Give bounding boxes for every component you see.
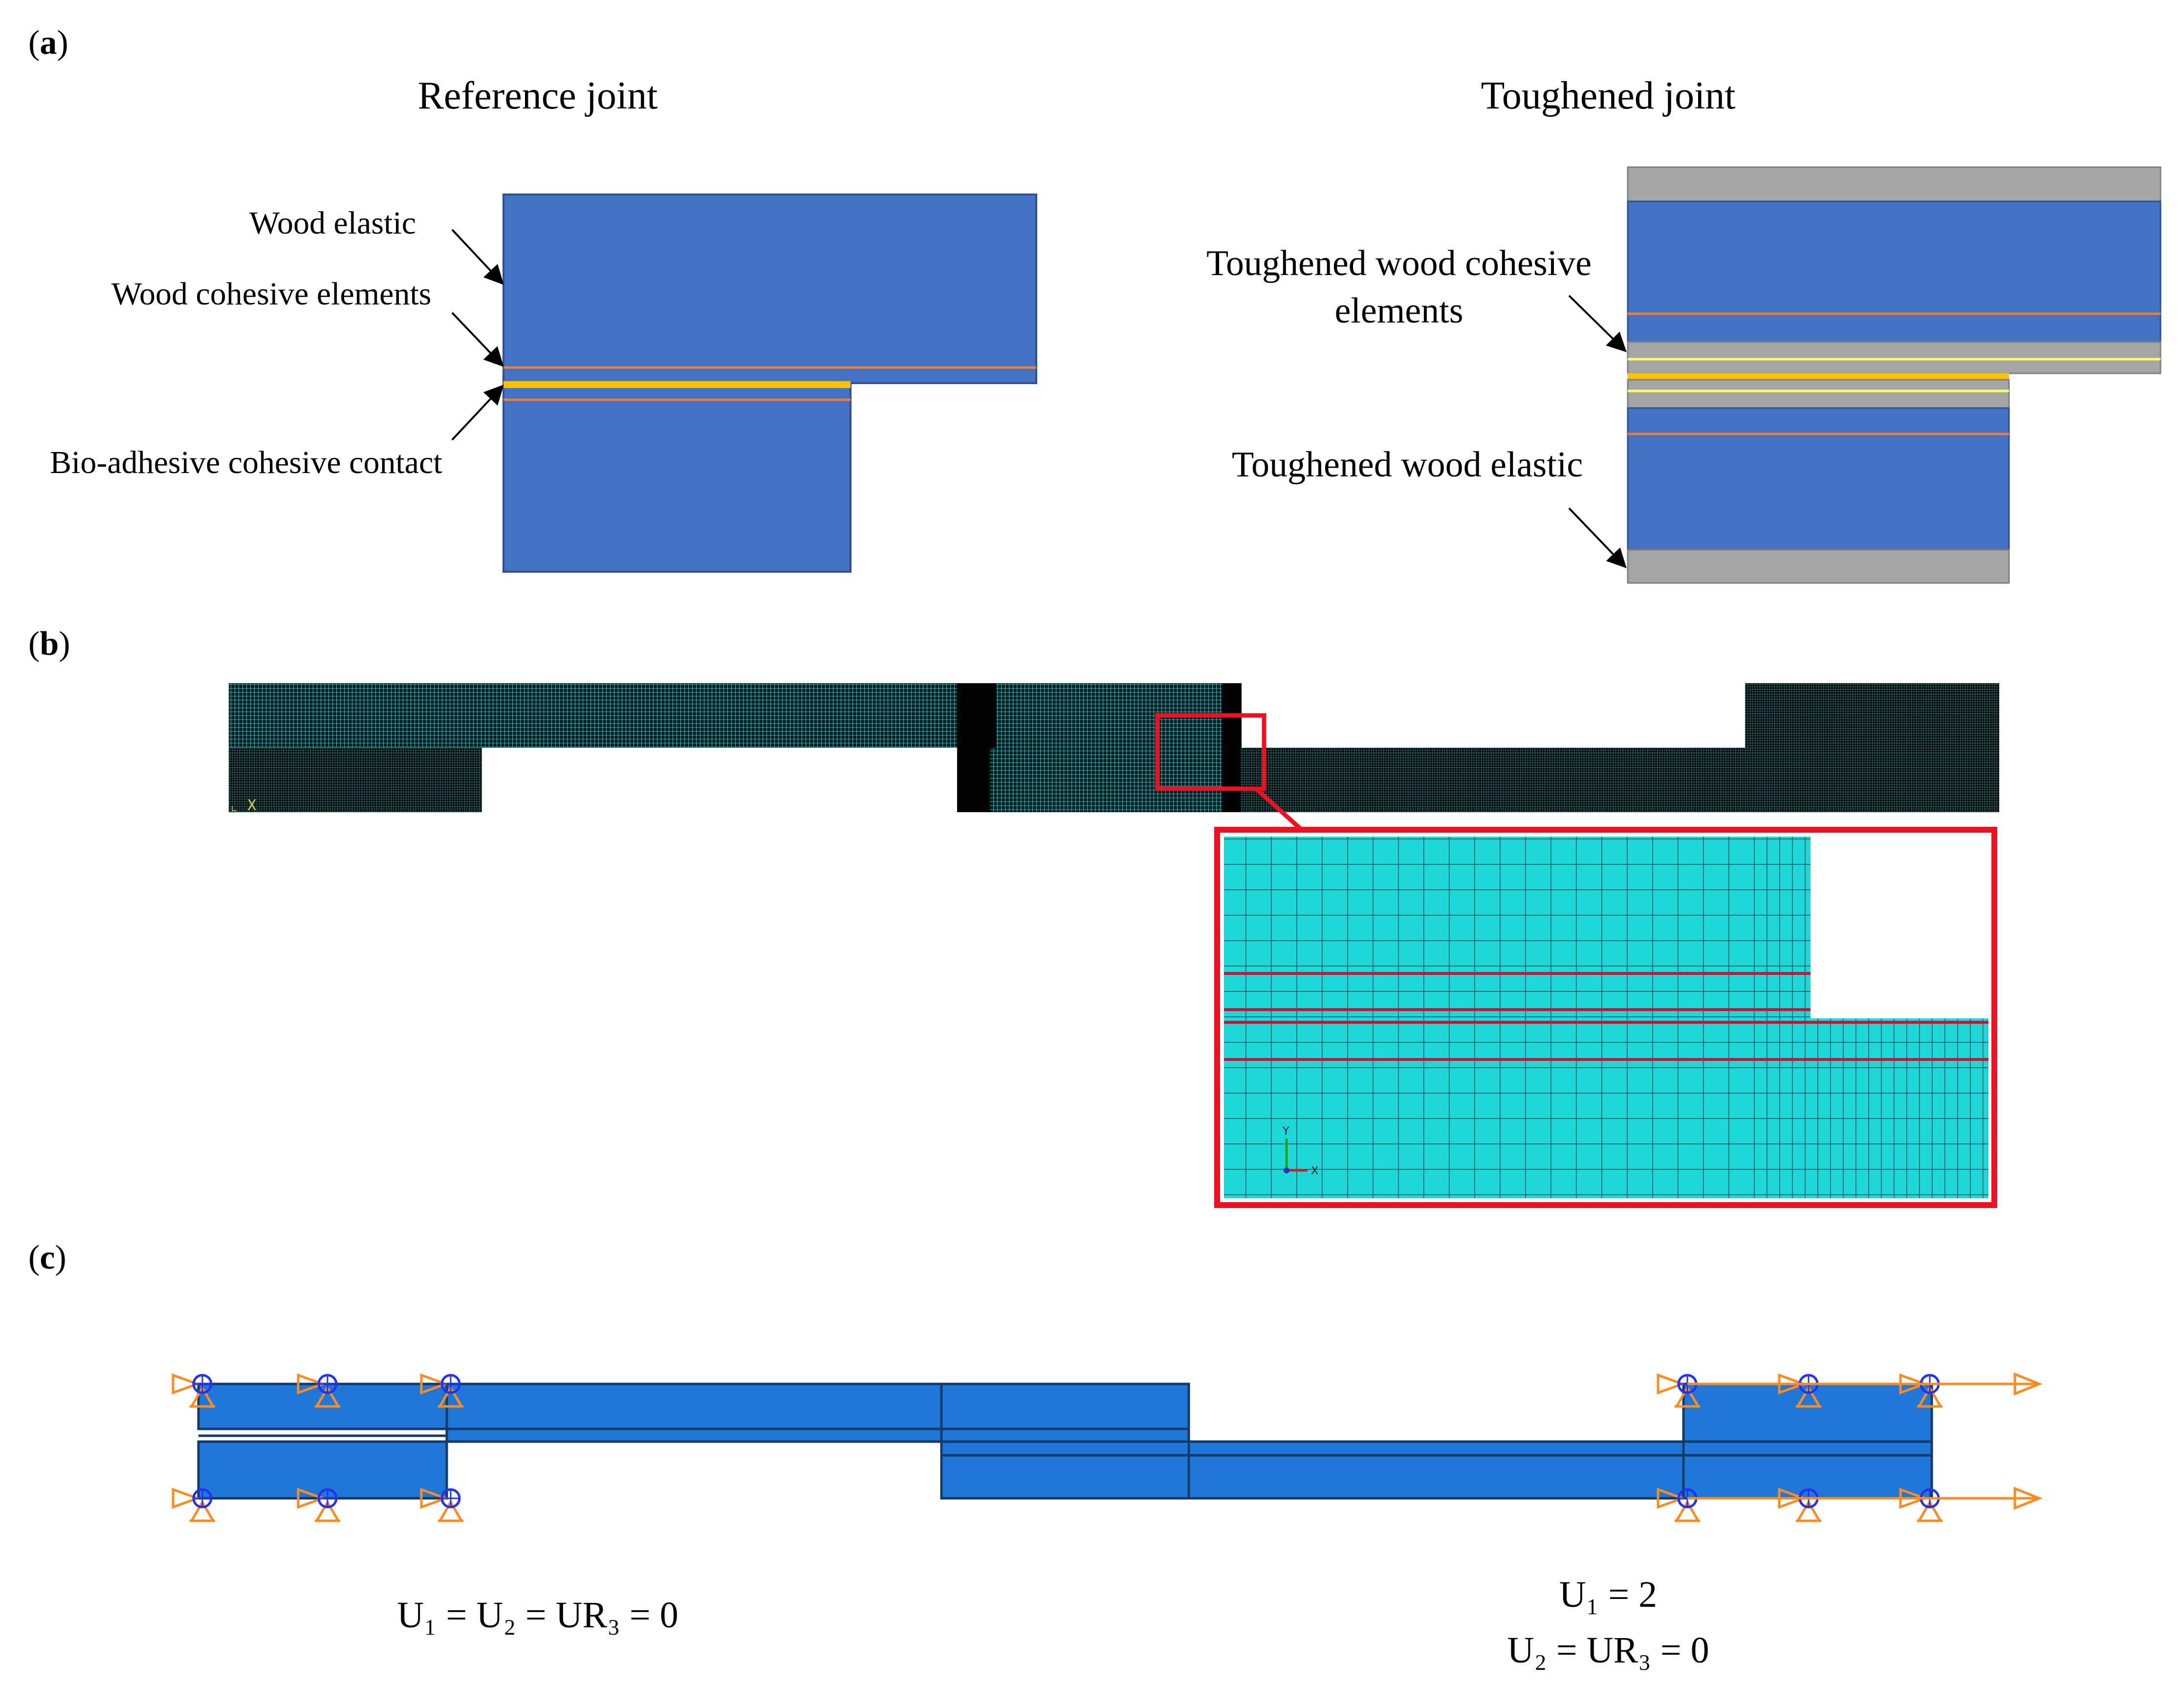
- fixed-support-top-3: [420, 1373, 464, 1408]
- mesh-zoom-inset: Y X: [1214, 827, 1997, 1208]
- reference-joint-drawing: [502, 194, 1037, 573]
- zoom-mesh-fine-strip: [1760, 837, 1811, 1198]
- bc-model: [197, 1382, 1933, 1500]
- mesh-overlap-dense: [957, 683, 996, 812]
- zoom-mesh-fine-lower: [1811, 1018, 1988, 1198]
- toughened-joint-drawing: [1627, 166, 2162, 584]
- arrow-bio-adhesive: [451, 385, 504, 441]
- pull-arrow-bottom: [1687, 1487, 2043, 1510]
- mini-triad: ⌞ X: [230, 797, 256, 814]
- panel-c: (c) U₁ = U₂ = UR₃ = 0 U₁ = 2 U₂ = UR₃ = …: [28, 1239, 2043, 1671]
- part-strip-b: [1187, 1440, 1685, 1500]
- panel-a: (a) Reference joint Toughened joint Wood…: [28, 24, 2162, 584]
- bio-adhesive-layer: [503, 381, 851, 388]
- highlight-box-small: [1155, 713, 1267, 791]
- toughened-joint-title: Toughened joint: [1481, 74, 1736, 117]
- panel-b: (b) ⌞ X: [28, 625, 1999, 1208]
- bottom-toughening-layer: [1627, 549, 2010, 584]
- tough-upper-adherend: [1627, 200, 2162, 343]
- mesh-lower-right-strip: [1241, 748, 1999, 812]
- part-strip-a: [445, 1382, 943, 1443]
- mesh-right-grip: [1745, 683, 1999, 748]
- fixed-support-bottom-2: [297, 1488, 341, 1522]
- part-overlap-top: [940, 1382, 1190, 1443]
- triad-y-label: Y: [1282, 1125, 1289, 1138]
- panel-a-tag: (a): [28, 24, 68, 62]
- label-wood-cohesive: Wood cohesive elements: [111, 276, 432, 312]
- pull-arrow-top: [1687, 1372, 2043, 1396]
- coordinate-triad: Y X: [1282, 1125, 1318, 1177]
- fixed-support-bottom-3: [420, 1488, 464, 1522]
- fixed-support-top-1: [172, 1373, 216, 1408]
- mesh-middle-lower: [990, 748, 1241, 812]
- label-wood-elastic: Wood elastic: [249, 205, 416, 241]
- upper-adherend: [502, 194, 1037, 384]
- part-overlap-bottom: [940, 1440, 1190, 1500]
- lower-adherend: [502, 382, 852, 573]
- tough-lower-adherend: [1627, 407, 2010, 551]
- reference-joint-title: Reference joint: [418, 74, 658, 117]
- label-tough-cohesive-2: elements: [1334, 291, 1463, 331]
- fe-mesh-model: ⌞ X: [229, 683, 1999, 833]
- mesh-upper-left-strip: [229, 683, 1241, 748]
- left-supports: [172, 1373, 464, 1522]
- right-supports: [1657, 1372, 2043, 1522]
- top-toughening-layer: [1627, 166, 2162, 202]
- tough-lower-grey-layer: [1627, 379, 2010, 409]
- zoom-mesh-upper: [1224, 837, 1811, 1018]
- label-tough-elastic: Toughened wood elastic: [1232, 445, 1583, 485]
- bc-right-text-2: U₂ = UR₃ = 0: [1507, 1630, 1709, 1671]
- fixed-support-bottom-1: [172, 1488, 216, 1522]
- arrow-tough-cohesive: [1568, 295, 1627, 352]
- arrow-wood-cohesive: [451, 312, 504, 367]
- panel-b-tag: (b): [28, 625, 70, 663]
- arrow-tough-elastic: [1568, 507, 1627, 568]
- mesh-left-grip: [229, 748, 482, 812]
- mesh-overlap-corner: [1222, 683, 1242, 812]
- tough-adhesive-layer: [1628, 373, 2009, 380]
- triad-x-label: X: [1311, 1165, 1318, 1177]
- fixed-support-top-2: [297, 1373, 341, 1408]
- highlight-leader: [1254, 787, 1305, 833]
- part-left-bottom: [197, 1440, 448, 1500]
- label-tough-cohesive-1: Toughened wood cohesive: [1206, 243, 1592, 283]
- arrow-wood-elastic: [451, 229, 504, 285]
- panel-c-tag: (c): [28, 1239, 66, 1276]
- label-bio-adhesive: Bio-adhesive cohesive contact: [50, 445, 442, 480]
- bc-right-text-1: U₁ = 2: [1559, 1574, 1657, 1615]
- tough-upper-grey-layer: [1627, 341, 2162, 374]
- bc-left-text: U₁ = U₂ = UR₃ = 0: [397, 1595, 678, 1636]
